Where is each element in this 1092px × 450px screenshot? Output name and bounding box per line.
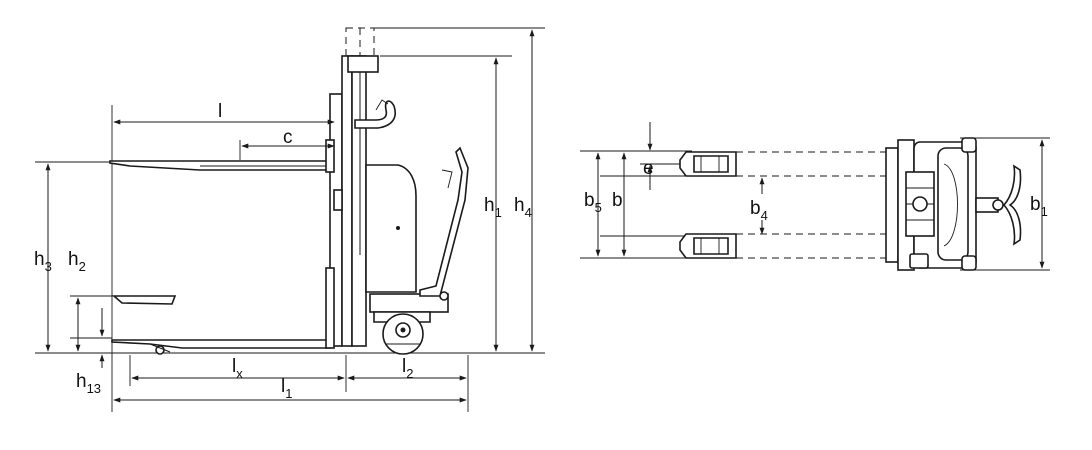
label-b4-sub: 4	[761, 208, 768, 223]
label-b4: b4	[750, 198, 768, 223]
label-h13: h13	[76, 371, 101, 396]
label-h1: h1	[484, 195, 502, 220]
label-b: b	[612, 190, 623, 211]
tiller-arm	[419, 146, 469, 301]
label-l: l	[218, 101, 222, 122]
label-h1-sub: 1	[495, 205, 502, 220]
dim-b5: b5	[584, 152, 602, 257]
dim-c: c	[241, 127, 335, 149]
label-lx-base: l	[232, 356, 236, 377]
label-h13-base: h	[76, 371, 87, 392]
top-view: e b5 b b4 b1	[580, 122, 1050, 271]
lowered-fork	[111, 339, 331, 355]
label-h3-sub: 3	[45, 259, 52, 274]
label-lx-sub: x	[236, 366, 243, 381]
label-h2-sub: 2	[79, 259, 86, 274]
label-h3: h3	[34, 249, 52, 274]
label-h4: h4	[514, 195, 532, 220]
dim-lx: lx	[131, 356, 345, 381]
drive-wheel	[382, 313, 424, 355]
dim-b: b	[612, 152, 627, 257]
label-h13-sub: 13	[87, 381, 101, 396]
dim-b4: b4	[750, 177, 768, 235]
dim-h13: h13	[76, 308, 105, 396]
label-l1: l1	[281, 376, 292, 401]
initial-lift-fork	[111, 295, 177, 305]
label-b5-sub: 5	[595, 200, 602, 215]
power-unit-cover	[365, 164, 449, 323]
label-b5: b5	[584, 190, 602, 215]
side-view: l c h1 h4 h3 h2 h13	[34, 27, 545, 412]
label-l1-sub: 1	[285, 386, 292, 401]
raised-fork	[109, 160, 331, 171]
label-l2: l2	[402, 356, 413, 381]
label-b5-base: b	[584, 190, 595, 211]
label-l2-sub: 2	[406, 366, 413, 381]
dim-l: l	[113, 101, 335, 125]
dim-l1: l1	[113, 376, 467, 403]
label-b1-base: b	[1030, 194, 1041, 215]
label-h4-base: h	[514, 195, 525, 216]
top-fork-upper	[679, 151, 886, 177]
label-l1-base: l	[281, 376, 285, 397]
dim-h4: h4	[514, 29, 535, 352]
label-b1: b1	[1030, 194, 1048, 219]
top-chassis	[885, 137, 977, 271]
dim-l2: l2	[347, 356, 467, 381]
top-tiller	[975, 164, 1022, 246]
top-fork-lower	[679, 233, 886, 259]
dim-b1: b1	[1030, 139, 1048, 269]
label-b4-base: b	[750, 198, 761, 219]
label-e: e	[643, 158, 654, 179]
dim-h3: h3	[34, 163, 52, 352]
dim-h2: h2	[68, 249, 86, 352]
label-h2-base: h	[68, 249, 79, 270]
label-h1-base: h	[484, 195, 495, 216]
label-h2: h2	[68, 249, 86, 274]
dim-e: e	[643, 122, 654, 190]
label-h3-base: h	[34, 249, 45, 270]
reference-lines	[35, 27, 545, 412]
label-l2-base: l	[402, 356, 406, 377]
top-grab-handle	[354, 99, 396, 129]
dim-h1: h1	[484, 57, 502, 352]
label-c: c	[283, 127, 293, 148]
label-h4-sub: 4	[525, 205, 532, 220]
label-lx: lx	[232, 356, 243, 381]
label-b1-sub: 1	[1041, 204, 1048, 219]
